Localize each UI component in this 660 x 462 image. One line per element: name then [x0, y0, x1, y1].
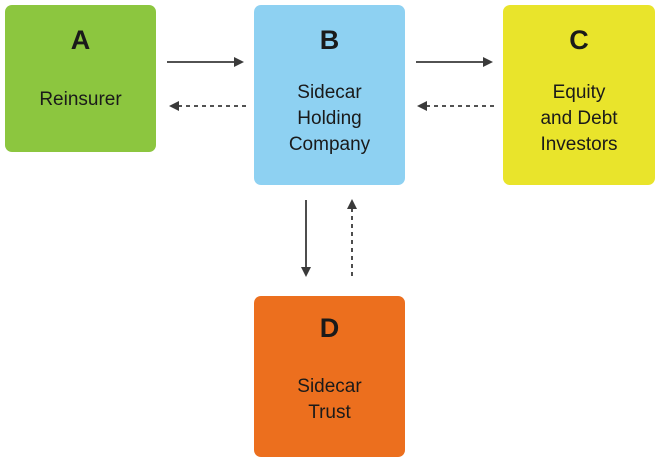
node-c-letter: C — [569, 25, 589, 55]
node-a-letter: A — [70, 25, 91, 55]
arrowhead-c-to-b — [417, 101, 427, 111]
node-c-label-line: and Debt — [540, 108, 618, 129]
node-c-label: Equity and Debt Investors — [503, 80, 655, 158]
node-a-reinsurer: A Reinsurer — [5, 5, 156, 152]
node-b-sidecar-holding-company: B Sidecar Holding Company — [254, 5, 405, 185]
node-b-label-line: Company — [288, 134, 371, 155]
arrowhead-a-to-b — [234, 57, 244, 67]
node-c-equity-debt-investors: C Equity and Debt Investors — [503, 5, 655, 185]
node-d-label: Sidecar Trust — [254, 374, 405, 426]
node-c-label-line: Equity — [552, 82, 606, 103]
node-b-label: Sidecar Holding Company — [254, 80, 405, 158]
arrowhead-d-to-b — [347, 199, 357, 209]
node-b-label-line: Holding — [297, 108, 362, 129]
arrowhead-b-to-d — [301, 267, 311, 277]
node-d-sidecar-trust: D Sidecar Trust — [254, 296, 405, 457]
arrowhead-b-to-c — [483, 57, 493, 67]
node-a-label-line: Reinsurer — [39, 89, 122, 110]
node-c-label-line: Investors — [540, 134, 618, 155]
node-d-letter: D — [319, 313, 340, 343]
arrowhead-b-to-a — [169, 101, 179, 111]
node-b-letter: B — [319, 25, 340, 55]
node-d-label-line: Trust — [308, 402, 351, 423]
node-a-label: Reinsurer — [5, 87, 156, 113]
node-b-label-line: Sidecar — [297, 82, 362, 103]
node-d-label-line: Sidecar — [297, 376, 362, 397]
